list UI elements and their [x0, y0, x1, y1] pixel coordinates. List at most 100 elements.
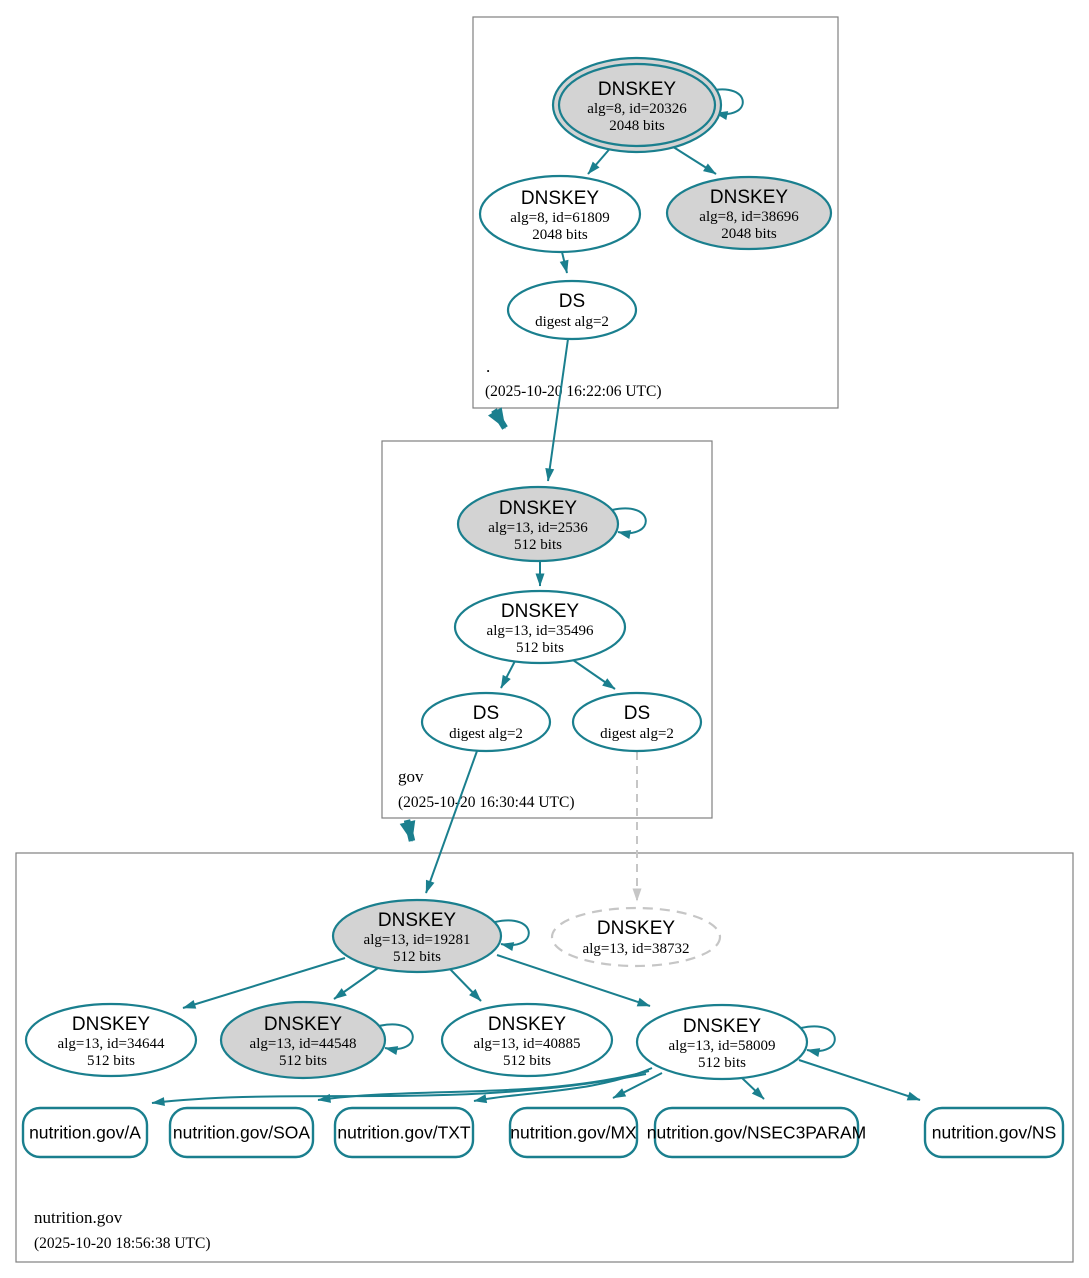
node-ellipse: [219, 1000, 387, 1080]
node-title: DNSKEY: [264, 1014, 342, 1035]
edge-ds-gov-1-to-dnskey-19281: [425, 750, 478, 894]
node-ellipse: [571, 691, 703, 753]
rrset-box: [508, 1106, 639, 1159]
rrset-label: nutrition.gov/MX: [510, 1123, 637, 1143]
node-detail-2: 2048 bits: [532, 227, 588, 243]
edge-dnskey-58009-to-rrset-a: [151, 1073, 647, 1107]
node-title: DS: [473, 703, 499, 724]
node-ellipse: [478, 174, 642, 254]
rrset-mx[interactable]: nutrition.gov/MX: [508, 1106, 639, 1159]
node-detail-1: alg=13, id=34644: [58, 1036, 165, 1052]
node-ellipse: [24, 1002, 198, 1078]
node-detail-2: 512 bits: [516, 640, 564, 656]
rrset-box: [923, 1106, 1065, 1159]
edge-dnskey-58009-to-rrset-mx: [612, 1072, 663, 1099]
rrset-soa[interactable]: nutrition.gov/SOA: [168, 1106, 315, 1159]
node-title: DNSKEY: [710, 187, 788, 208]
zone-timestamp-gov: (2025-10-20 16:30:44 UTC): [398, 794, 575, 811]
edge-dnskey-20326-to-dnskey-38696: [666, 142, 717, 175]
node-detail-1: alg=8, id=20326: [587, 101, 687, 117]
node-detail-1: alg=13, id=58009: [669, 1038, 776, 1054]
edge-ds-root-to-dnskey-2536: [545, 338, 569, 482]
node-detail-2: 512 bits: [87, 1053, 135, 1069]
node-title: DNSKEY: [488, 1014, 566, 1035]
node-detail-1: alg=8, id=38696: [699, 209, 799, 225]
node-ellipse: [665, 175, 833, 251]
node-detail-1: alg=8, id=61809: [510, 210, 609, 226]
edge-zone-root-to-zone-gov: [488, 407, 508, 430]
zone-box-root: [472, 16, 839, 409]
rrset-label: nutrition.gov/TXT: [337, 1123, 471, 1143]
zone-name-root: .: [486, 357, 490, 376]
ds-node-ds-gov-2[interactable]: DS digest alg=2: [571, 691, 703, 753]
node-ellipse: [506, 279, 638, 341]
edge-zone-gov-to-zone-nutrition-gov: [399, 819, 416, 842]
node-detail-1: alg=13, id=38732: [583, 941, 690, 957]
node-title: DNSKEY: [499, 498, 577, 519]
zone-timestamp-nutrition-gov: (2025-10-20 18:56:38 UTC): [34, 1235, 211, 1252]
rrset-ns[interactable]: nutrition.gov/NS: [923, 1106, 1065, 1159]
zone-timestamp-root: (2025-10-20 16:22:06 UTC): [485, 383, 662, 400]
rrset-nsec3param[interactable]: nutrition.gov/NSEC3PARAM: [647, 1106, 867, 1159]
node-ellipse: [557, 62, 717, 148]
node-detail-2: 2048 bits: [609, 118, 665, 134]
rrset-txt[interactable]: nutrition.gov/TXT: [333, 1106, 475, 1159]
edge-dnskey-35496-to-ds-gov-1: [500, 660, 516, 689]
node-ellipse: [440, 1002, 614, 1078]
node-ellipse: [635, 1003, 809, 1081]
node-detail-2: 512 bits: [279, 1053, 327, 1069]
edge-dnskey-58009-to-rrset-ns: [798, 1059, 921, 1101]
node-title: DS: [624, 703, 650, 724]
zone-name-gov: gov: [398, 767, 424, 786]
rrset-box: [653, 1106, 860, 1159]
edge-dnskey-58009-to-rrset-nsec3param: [741, 1077, 765, 1100]
ds-node-ds-gov-1[interactable]: DS digest alg=2: [420, 691, 552, 753]
node-ellipse: [550, 906, 722, 968]
rrset-label: nutrition.gov/NS: [932, 1123, 1057, 1143]
edge-dnskey-19281-to-dnskey-34644: [182, 957, 346, 1009]
rrset-label: nutrition.gov/SOA: [173, 1123, 310, 1143]
node-detail-1: alg=13, id=19281: [364, 932, 471, 948]
zone-box-nutrition-gov: [15, 852, 1074, 1263]
edge-dnskey-35496-to-ds-gov-2: [572, 659, 616, 690]
node-detail-1: digest alg=2: [535, 314, 609, 330]
edge-dnskey-19281-to-dnskey-44548: [333, 967, 379, 1000]
rrset-label: nutrition.gov/NSEC3PARAM: [647, 1123, 867, 1143]
node-title: DNSKEY: [521, 188, 599, 209]
node-ellipse: [456, 485, 620, 563]
node-detail-2: 512 bits: [698, 1055, 746, 1071]
node-detail-1: alg=13, id=44548: [250, 1036, 357, 1052]
node-ellipse: [420, 691, 552, 753]
node-title: DNSKEY: [683, 1016, 761, 1037]
node-detail-1: alg=13, id=40885: [474, 1036, 581, 1052]
node-detail-1: alg=13, id=35496: [487, 623, 594, 639]
rrset-box: [21, 1106, 149, 1159]
node-detail-1: digest alg=2: [449, 726, 523, 742]
edge-dnskey-61809-to-ds-root: [559, 251, 569, 274]
rrset-a[interactable]: nutrition.gov/A: [21, 1106, 149, 1159]
node-ellipse: [331, 898, 503, 974]
zone-box-gov: [381, 440, 713, 819]
node-detail-1: digest alg=2: [600, 726, 674, 742]
edge-dnskey-19281-to-dnskey-40885: [448, 967, 482, 1002]
node-title: DNSKEY: [378, 910, 456, 931]
node-title: DNSKEY: [72, 1014, 150, 1035]
node-title: DNSKEY: [598, 79, 676, 100]
edge-dnskey-19281-to-dnskey-58009: [496, 954, 651, 1007]
self-loop-dnskey-44548: [378, 1023, 414, 1055]
node-detail-2: 512 bits: [393, 949, 441, 965]
